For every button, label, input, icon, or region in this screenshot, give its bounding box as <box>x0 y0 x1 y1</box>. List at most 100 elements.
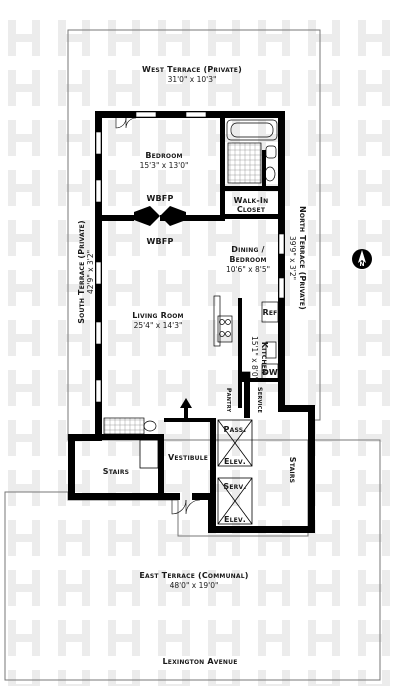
watermark-mark <box>158 520 166 556</box>
north-terrace-name: North Terrace (Private) <box>298 206 307 310</box>
watermark-mark <box>366 484 382 492</box>
watermark-mark <box>366 84 382 92</box>
wall-lower-left-top <box>68 434 102 441</box>
watermark-mark <box>216 334 232 342</box>
watermark-mark <box>382 120 390 156</box>
watermark-mark <box>258 70 266 106</box>
watermark-mark <box>116 34 132 42</box>
watermark-mark <box>366 434 382 442</box>
watermark-mark <box>282 120 290 156</box>
living-room-dims: 25'4" x 14'3" <box>134 321 183 330</box>
watermark-mark <box>382 620 390 656</box>
half-bath <box>103 417 157 435</box>
serv-elevator <box>217 477 253 525</box>
watermark-mark <box>216 484 232 492</box>
watermark-pattern <box>8 20 390 686</box>
watermark-mark <box>66 184 82 192</box>
watermark-mark <box>308 670 316 686</box>
watermark-mark <box>208 70 216 106</box>
watermark-mark <box>382 470 390 506</box>
watermark-mark <box>216 434 232 442</box>
watermark-mark <box>366 34 382 42</box>
watermark-mark <box>58 270 66 306</box>
watermark-mark <box>208 620 216 656</box>
bedroom-dims: 15'3" x 13'0" <box>140 161 189 170</box>
watermark-mark <box>208 170 216 206</box>
watermark-mark <box>266 284 282 292</box>
watermark-mark <box>32 70 40 106</box>
watermark-mark <box>332 570 340 606</box>
watermark-mark <box>216 84 232 92</box>
watermark-mark <box>116 234 132 242</box>
watermark-mark <box>208 320 216 356</box>
elevators <box>217 419 253 525</box>
watermark-mark <box>16 534 32 542</box>
watermark-mark <box>66 584 82 592</box>
watermark-mark <box>16 434 32 442</box>
watermark-mark <box>132 370 140 406</box>
watermark-mark <box>266 334 282 342</box>
wall-stairs-bottom <box>208 526 315 533</box>
watermark-mark <box>132 20 140 56</box>
watermark-mark <box>266 684 282 686</box>
watermark-mark <box>108 520 116 556</box>
watermark-mark <box>332 70 340 106</box>
watermark-mark <box>108 470 116 506</box>
dining-bedroom-line1: Dining / <box>231 245 264 254</box>
fireplace-left <box>134 206 160 226</box>
window <box>95 261 102 285</box>
dw-label: DW <box>262 368 278 377</box>
wall-right-lower <box>278 405 315 412</box>
watermark-mark <box>82 620 90 656</box>
watermark-mark <box>8 270 16 306</box>
watermark-mark <box>158 370 166 406</box>
pantry-label: Pantry <box>225 388 233 413</box>
watermark-mark <box>116 484 132 492</box>
watermark-mark <box>358 220 366 256</box>
watermark-mark <box>316 34 332 42</box>
wall-lower-bottom <box>68 493 180 500</box>
watermark-mark <box>316 484 332 492</box>
watermark-mark <box>166 384 182 392</box>
watermark-mark <box>282 420 290 456</box>
watermark-mark <box>316 584 332 592</box>
watermark-mark <box>182 620 190 656</box>
toilet <box>264 166 276 182</box>
watermark-mark <box>16 334 32 342</box>
labels: West Terrace (Private) 31'0" x 10'3" Bed… <box>77 65 307 666</box>
watermark-mark <box>316 284 332 292</box>
watermark-mark <box>232 570 240 606</box>
watermark-mark <box>316 84 332 92</box>
watermark-mark <box>32 220 40 256</box>
window <box>135 111 157 118</box>
bathtub <box>226 119 278 141</box>
kitchen-fixtures <box>213 295 279 381</box>
serv-elev-line2: Elev. <box>224 515 246 524</box>
watermark-mark <box>158 620 166 656</box>
watermark-mark <box>32 170 40 206</box>
watermark-mark <box>66 84 82 92</box>
watermark-mark <box>66 684 82 686</box>
watermark-mark <box>258 620 266 656</box>
watermark-mark <box>82 220 90 256</box>
watermark-mark <box>258 470 266 506</box>
watermark-mark <box>266 34 282 42</box>
watermark-mark <box>132 170 140 206</box>
watermark-mark <box>358 70 366 106</box>
watermark-mark <box>258 520 266 556</box>
watermark-mark <box>182 520 190 556</box>
east-terrace-dims: 48'0" x 19'0" <box>170 581 219 590</box>
watermark-mark <box>332 220 340 256</box>
watermark-mark <box>182 320 190 356</box>
burner <box>225 331 231 337</box>
watermark-mark <box>366 234 382 242</box>
watermark-mark <box>216 384 232 392</box>
watermark-mark <box>16 184 32 192</box>
watermark-mark <box>82 370 90 406</box>
wall-kitchen-divider <box>238 298 242 408</box>
serv-elevator-x2 <box>217 477 253 525</box>
watermark-mark <box>282 370 290 406</box>
watermark-mark <box>66 334 82 342</box>
watermark-mark <box>258 420 266 456</box>
